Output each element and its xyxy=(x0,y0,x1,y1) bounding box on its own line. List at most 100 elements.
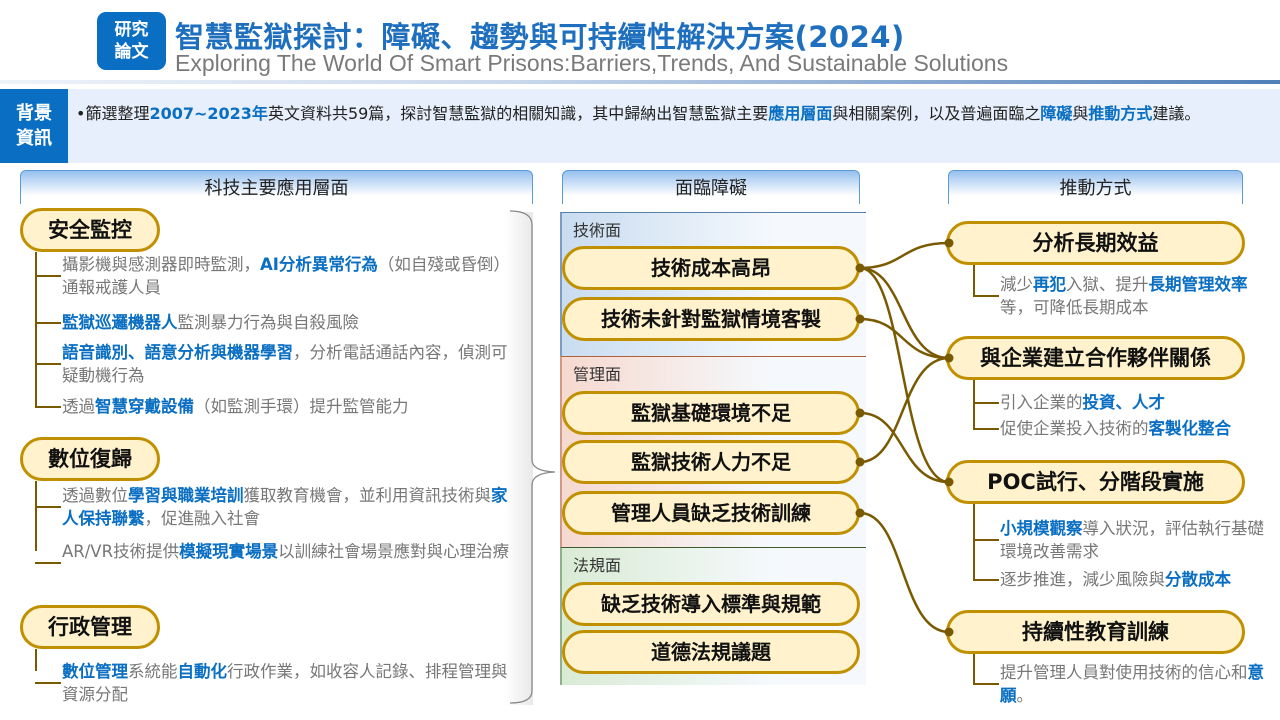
approach-item: 提升管理人員對使用技術的信心和意願。 xyxy=(1000,661,1270,707)
connector-dot xyxy=(944,353,954,363)
highlight-text: 家人保持聯繫 xyxy=(62,486,508,528)
connector-line xyxy=(859,511,950,634)
highlight-text: 監獄巡邏機器人 xyxy=(62,313,178,332)
tree-tick xyxy=(973,579,999,581)
background-label-line: 背景 xyxy=(16,103,52,124)
barrier-pill: 缺乏技術導入標準與規範 xyxy=(562,582,860,626)
tree-line xyxy=(973,504,975,579)
badge-line-2: 論文 xyxy=(114,42,149,62)
text-segment: 導入狀況，評估執行基礎環境改善需求 xyxy=(1000,519,1264,561)
highlight-text: 2007~2023年 xyxy=(149,104,268,123)
application-item: 透過數位學習與職業培訓獲取教育機會，並利用資訊技術與家人保持聯繫，促進融入社會 xyxy=(62,484,514,530)
tree-tick xyxy=(35,562,61,564)
brace-icon xyxy=(509,210,556,704)
tree-tick xyxy=(973,683,999,685)
tree-line xyxy=(35,252,37,406)
highlight-text: 意願 xyxy=(1000,663,1264,705)
tree-line xyxy=(973,654,975,683)
brace-shadow xyxy=(505,212,533,705)
application-item: 透過智慧穿戴設備（如監測手環）提升監管能力 xyxy=(62,395,514,418)
barrier-pill: 監獄技術人力不足 xyxy=(562,440,860,484)
tree-tick xyxy=(973,295,999,297)
text-segment: （如監測手環）提升監管能力 xyxy=(194,397,409,416)
connector-line xyxy=(859,317,950,360)
text-segment: 。 xyxy=(1016,686,1034,705)
approach-pill: 持續性教育訓練 xyxy=(946,610,1245,654)
text-segment: 英文資料共59篇，探討智慧監獄的相關知識，其中歸納出智慧監獄主要 xyxy=(267,104,769,123)
badge-line-1: 研究 xyxy=(114,20,149,40)
text-segment: 以訓練社會場景應對與心理治療 xyxy=(278,542,510,561)
highlight-text: 數位管理 xyxy=(62,662,128,681)
application-category-pill: 行政管理 xyxy=(20,605,160,649)
text-segment: 減少 xyxy=(1000,275,1033,294)
section-label: 管理面 xyxy=(573,365,622,384)
text-segment: 與 xyxy=(1072,104,1089,123)
tree-tick xyxy=(35,682,61,684)
text-segment: 與相關案例，以及普遍面臨之 xyxy=(832,104,1041,123)
text-segment: 等，可降低長期成本 xyxy=(1000,298,1149,317)
text-segment: 行政作業，如收容人記錄、排程管理與資源分配 xyxy=(62,662,508,704)
highlight-text: 學習與職業培訓 xyxy=(128,486,244,505)
text-segment: •篩選整理 xyxy=(76,104,150,123)
text-segment: 建議。 xyxy=(1152,104,1201,123)
barrier-pill: 技術未針對監獄情境客製 xyxy=(562,297,860,341)
tree-tick xyxy=(35,406,61,408)
highlight-text: 應用層面 xyxy=(768,104,833,123)
connector-dot xyxy=(855,263,865,273)
text-segment: 入獄、提升 xyxy=(1066,275,1149,294)
text-segment: AR/VR技術提供 xyxy=(62,542,180,561)
background-text: •篩選整理2007~2023年英文資料共59篇，探討智慧監獄的相關知識，其中歸納… xyxy=(76,101,1276,126)
text-segment: 監測暴力行為與自殺風險 xyxy=(177,313,360,332)
section-label: 技術面 xyxy=(573,221,622,240)
background-band xyxy=(0,89,1280,163)
text-segment: 透過數位 xyxy=(62,486,128,505)
highlight-text: 語音識別、語意分析與機器學習 xyxy=(62,343,293,362)
approach-pill: POC試行、分階段實施 xyxy=(946,460,1245,504)
highlight-text: 模擬現實場景 xyxy=(179,542,279,561)
highlight-text: 客製化整合 xyxy=(1148,419,1232,438)
connector-line xyxy=(859,266,950,484)
highlight-text: 投資、人才 xyxy=(1082,393,1166,412)
background-label-line: 資訊 xyxy=(16,128,52,149)
barrier-pill: 道德法規議題 xyxy=(562,630,860,674)
tree-line xyxy=(973,380,975,428)
text-segment: 獲取教育機會，並利用資訊技術與 xyxy=(243,486,492,505)
column-header-approaches: 推動方式 xyxy=(948,170,1243,204)
connector-dot xyxy=(944,627,954,637)
header-divider xyxy=(0,80,1280,84)
column-header-barriers: 面臨障礙 xyxy=(562,170,860,204)
application-category-pill: 安全監控 xyxy=(20,208,160,252)
application-item: AR/VR技術提供模擬現實場景以訓練社會場景應對與心理治療 xyxy=(62,540,514,563)
connector-dot xyxy=(855,508,865,518)
highlight-text: 分散成本 xyxy=(1165,570,1231,589)
connector-dot xyxy=(944,238,954,248)
highlight-text: 智慧穿戴設備 xyxy=(95,397,194,416)
application-item: 監獄巡邏機器人監測暴力行為與自殺風險 xyxy=(62,311,514,334)
text-segment: 提升管理人員對使用技術的信心和 xyxy=(1000,663,1248,682)
barrier-pill: 技術成本高昂 xyxy=(562,246,860,290)
tree-tick xyxy=(35,275,61,277)
application-item: 攝影機與感測器即時監測，AI分析異常行為（如自殘或昏倒）通報戒護人員 xyxy=(62,253,514,299)
application-item: 語音識別、語意分析與機器學習，分析電話通話內容，偵測可疑動機行為 xyxy=(62,341,514,387)
page-title: 智慧監獄探討：障礙、趨勢與可持續性解決方案(2024) xyxy=(175,20,905,54)
connector-line xyxy=(859,241,950,270)
highlight-text: 小規模觀察 xyxy=(1000,519,1083,538)
section-label: 法規面 xyxy=(573,556,622,575)
text-segment: 攝影機與感測器即時監測， xyxy=(62,255,260,274)
connector-dot xyxy=(855,314,865,324)
approach-item: 促使企業投入技術的客製化整合 xyxy=(1000,417,1270,440)
text-segment: ，分析電話通話內容，偵測可疑動機行為 xyxy=(62,343,508,385)
highlight-text: 推動方式 xyxy=(1088,104,1153,123)
connector-dot xyxy=(944,477,954,487)
text-segment: 系統能 xyxy=(128,662,178,681)
tree-tick xyxy=(35,506,61,508)
tree-tick xyxy=(973,539,999,541)
text-segment: 促使企業投入技術的 xyxy=(1000,419,1149,438)
page-subtitle: Exploring The World Of Smart Prisons:Bar… xyxy=(175,50,1009,76)
highlight-text: 長期管理效率 xyxy=(1148,275,1248,294)
text-segment: 逐步推進，減少風險與 xyxy=(1000,570,1165,589)
approach-item: 引入企業的投資、人才 xyxy=(1000,391,1270,414)
tree-tick xyxy=(35,363,61,365)
approach-pill: 與企業建立合作夥伴關係 xyxy=(946,336,1245,380)
